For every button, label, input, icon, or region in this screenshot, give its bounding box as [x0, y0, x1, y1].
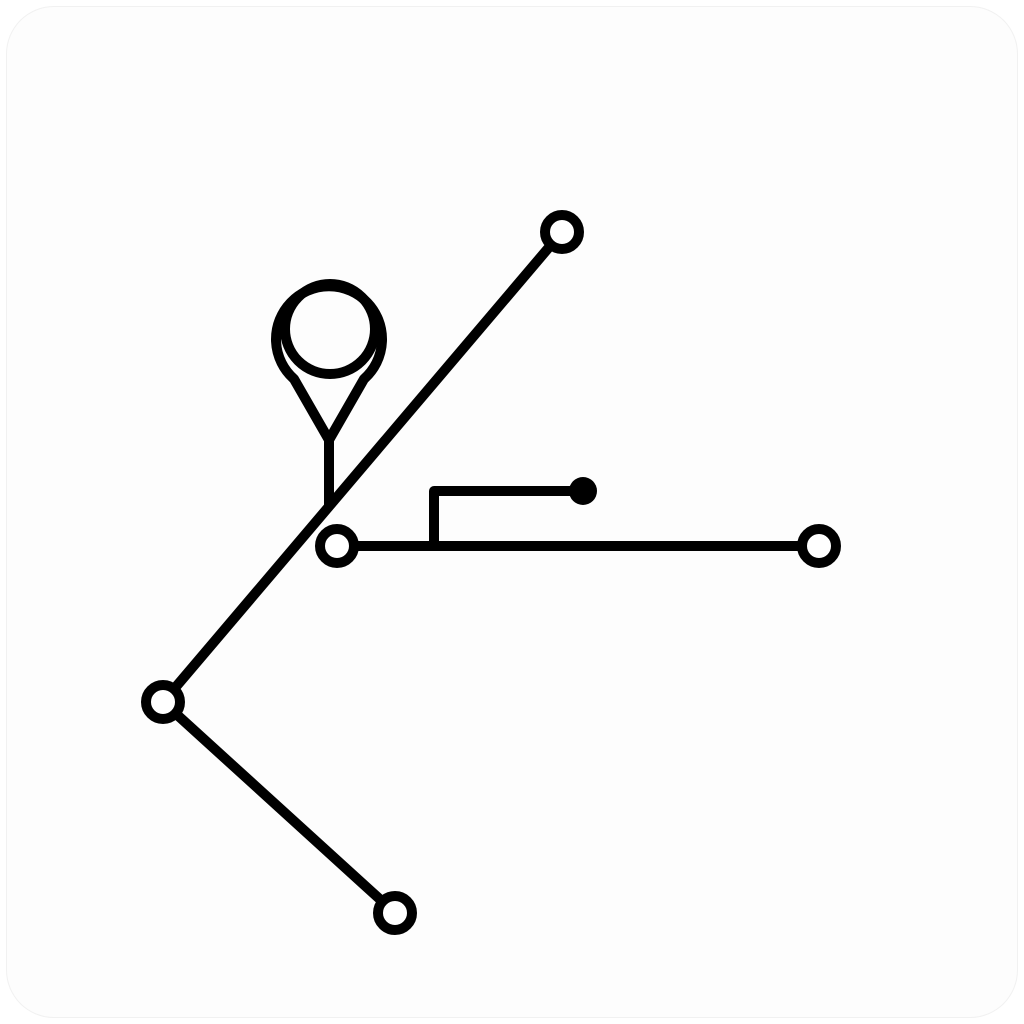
node-top-right [540, 210, 584, 254]
node-junction [315, 524, 359, 568]
lower-route-line [158, 697, 400, 918]
stepped-route-line [429, 486, 588, 551]
diagonal-route-line [158, 227, 567, 707]
node-right-end [797, 524, 841, 568]
node-bottom [373, 891, 417, 935]
node-left [141, 680, 185, 724]
icon-tile-background [6, 6, 1018, 1018]
filled-endpoint-dot [569, 477, 597, 505]
map-pin-inner-circle [280, 279, 380, 379]
